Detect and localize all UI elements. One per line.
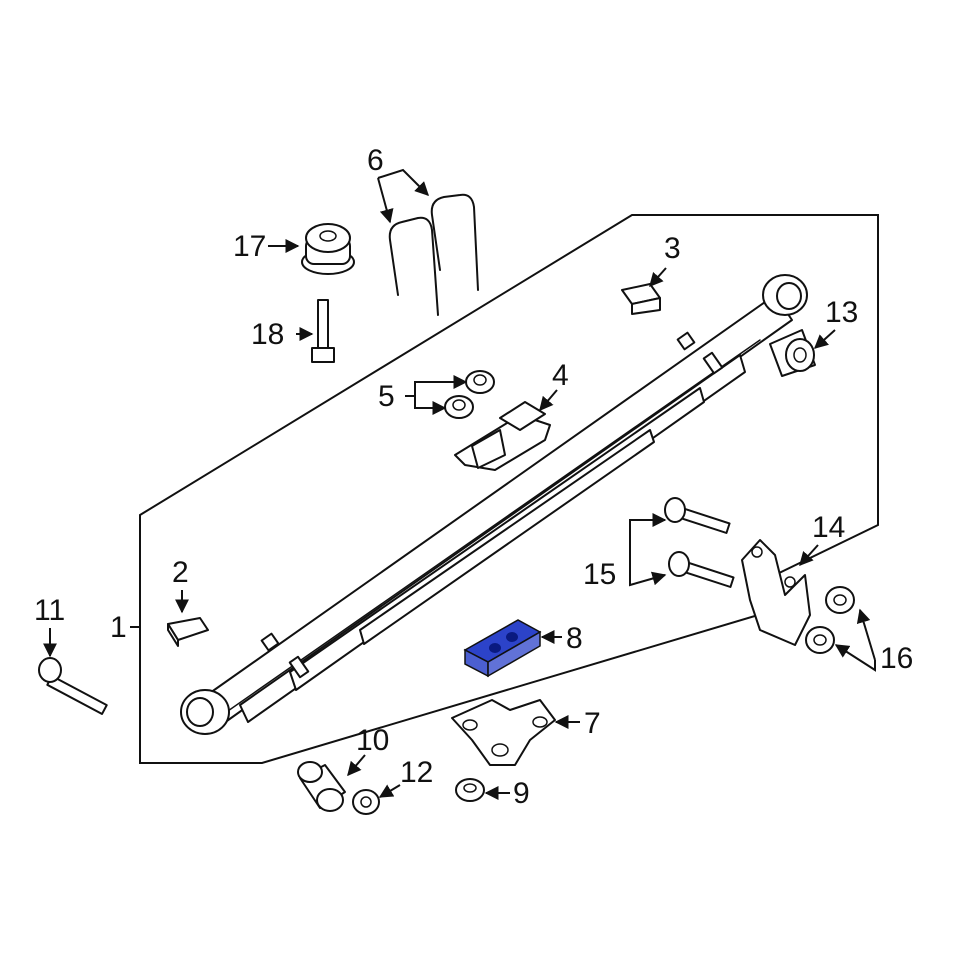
callout-8[interactable]: 8 [566, 622, 583, 655]
eye-bushing[interactable] [297, 761, 346, 812]
callout-3[interactable]: 3 [664, 232, 681, 265]
spring-pad-rear[interactable] [621, 283, 661, 315]
callout-7[interactable]: 7 [584, 707, 601, 740]
callout-16[interactable]: 16 [880, 642, 913, 675]
shackle-nut-upper[interactable] [825, 586, 855, 614]
callout-9[interactable]: 9 [513, 777, 530, 810]
callout-15[interactable]: 15 [583, 558, 616, 591]
callout-10[interactable]: 10 [356, 724, 389, 757]
spring-bracket[interactable] [451, 699, 556, 766]
callout-11[interactable]: 11 [34, 594, 65, 627]
callout-5[interactable]: 5 [378, 380, 395, 413]
spring-spacer-highlighted[interactable] [463, 619, 542, 678]
callout-17[interactable]: 17 [233, 230, 266, 263]
bump-stop-bolt[interactable] [311, 299, 335, 363]
callout-12[interactable]: 12 [400, 756, 433, 789]
shackle-nut-lower[interactable] [805, 626, 835, 654]
u-bolt-rear[interactable] [430, 193, 479, 291]
bracket-nut[interactable] [455, 778, 485, 802]
callout-18[interactable]: 18 [251, 318, 284, 351]
callout-2[interactable]: 2 [172, 556, 189, 589]
callout-1[interactable]: 1 [110, 611, 127, 644]
shackle-bolt-upper[interactable] [664, 497, 731, 534]
shackle-bolt-lower[interactable] [668, 551, 735, 588]
callout-13[interactable]: 13 [825, 296, 858, 329]
eye-bolt-nut[interactable] [352, 789, 380, 815]
leaf-spring[interactable] [180, 274, 808, 735]
spring-bushing[interactable] [769, 329, 816, 377]
nut-upper[interactable] [465, 370, 495, 394]
callout-14[interactable]: 14 [812, 511, 845, 544]
spring-eye-bolt[interactable] [38, 657, 108, 715]
nut-lower[interactable] [444, 395, 474, 419]
spring-pad-front[interactable] [167, 617, 209, 647]
leader-lines [43, 168, 876, 800]
spring-shackle[interactable] [741, 539, 811, 646]
callout-4[interactable]: 4 [552, 359, 569, 392]
callout-6[interactable]: 6 [367, 144, 384, 177]
u-bolt-front[interactable] [388, 216, 439, 316]
bump-stop[interactable] [301, 223, 355, 275]
spring-seat-plate[interactable] [454, 401, 551, 471]
